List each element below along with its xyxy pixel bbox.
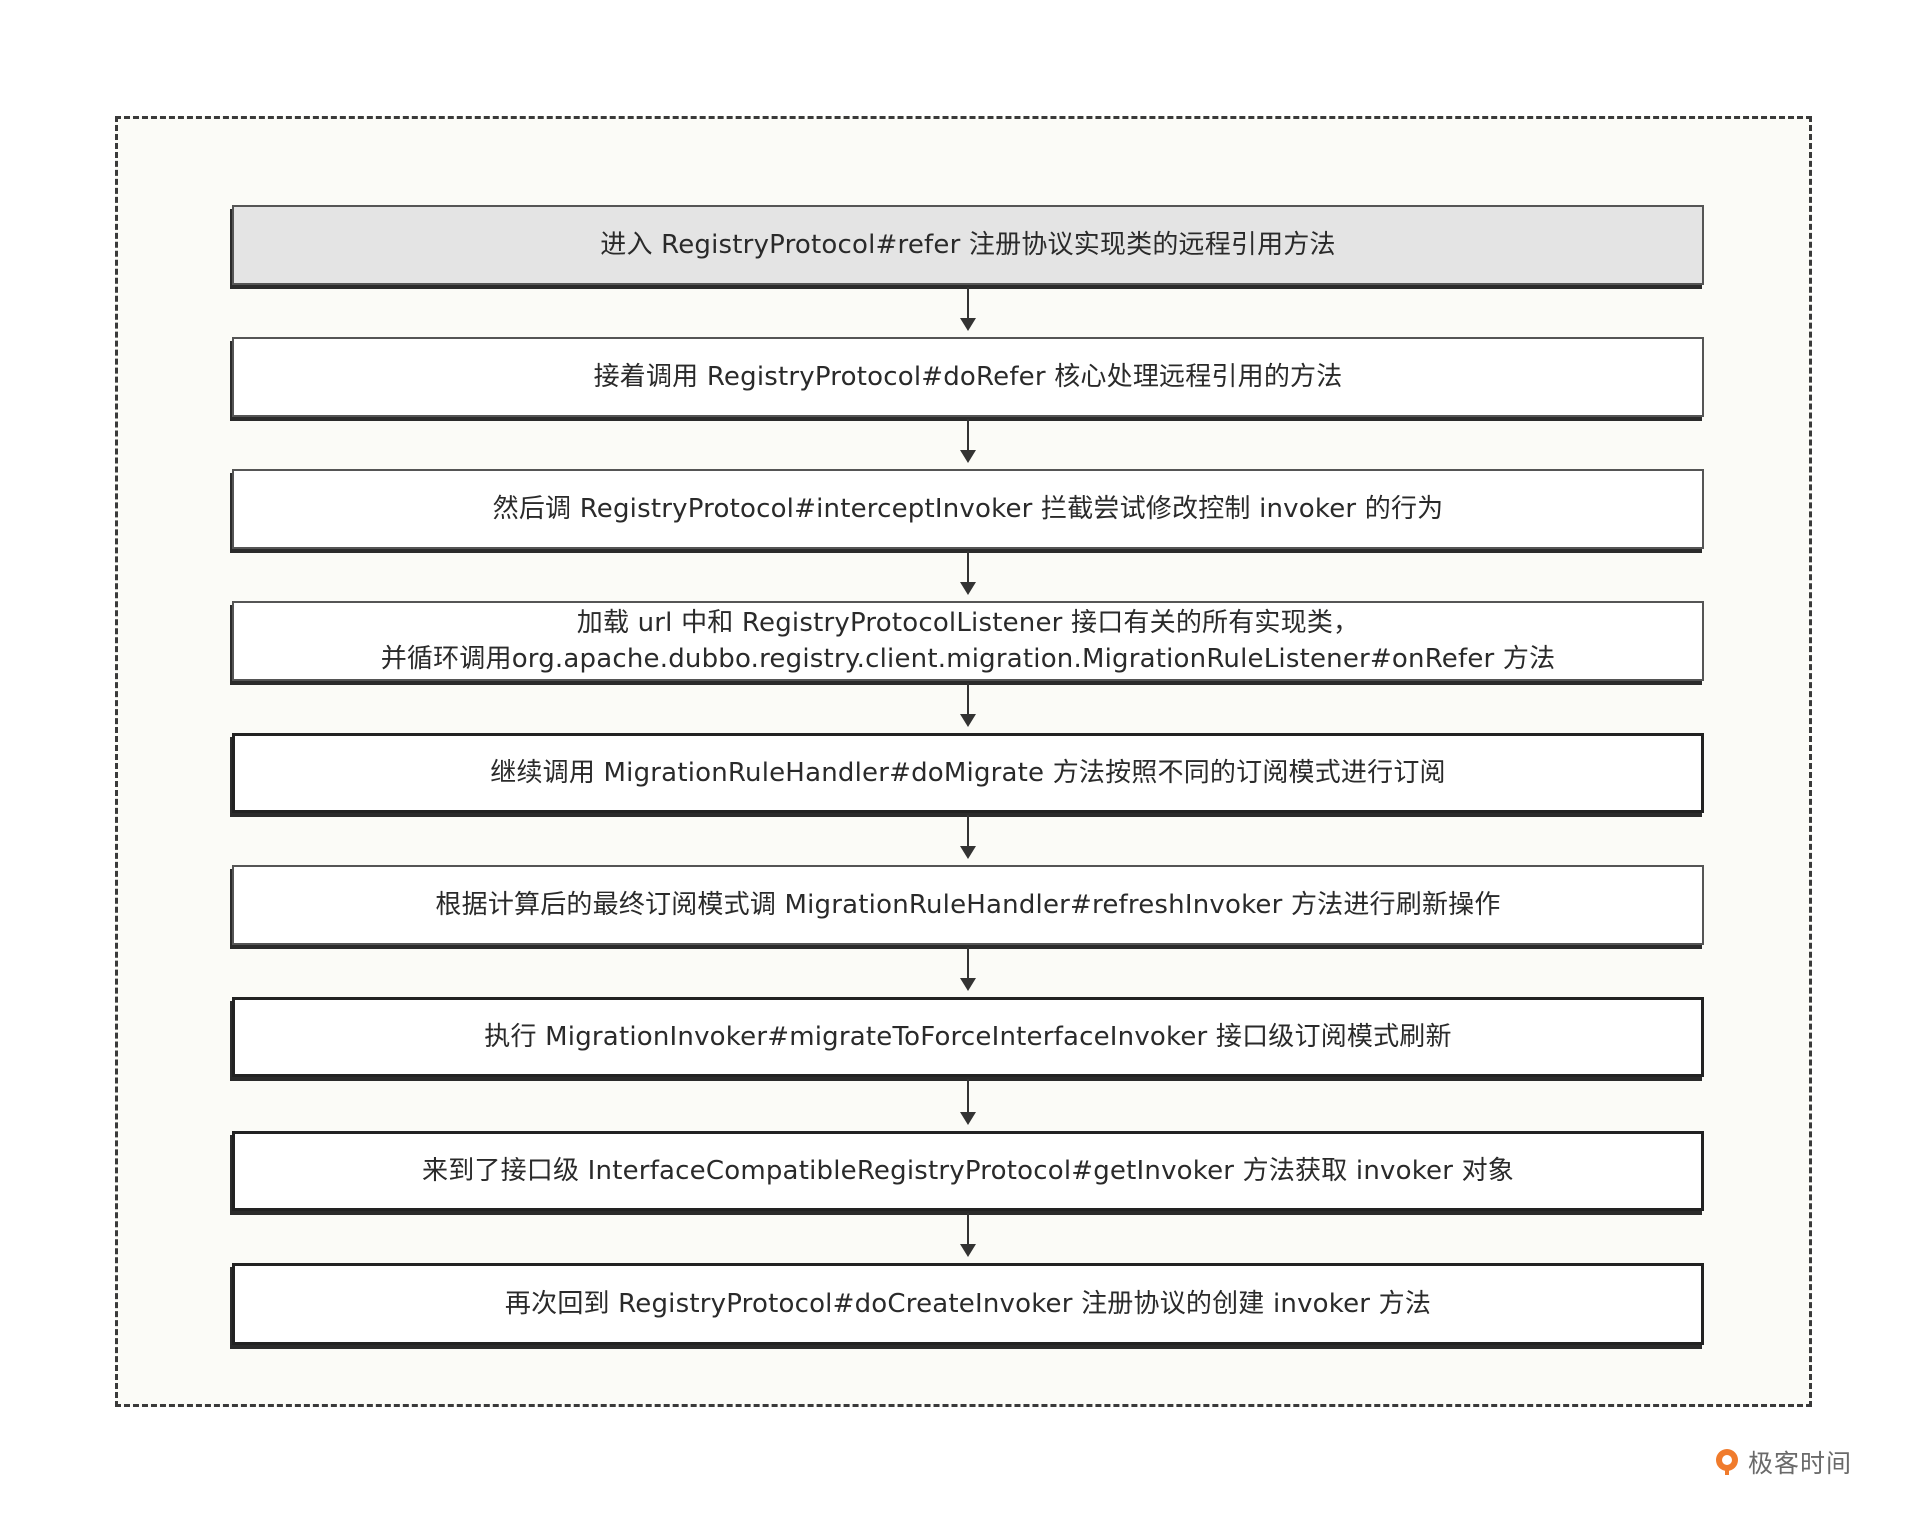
- step-2-text: 接着调用 RegistryProtocol#doRefer 核心处理远程引用的方…: [594, 359, 1343, 395]
- step-1-text: 进入 RegistryProtocol#refer 注册协议实现类的远程引用方法: [600, 227, 1335, 263]
- step-7-line-1: 执行 MigrationInvoker#migrateToForceInterf…: [484, 1022, 1452, 1052]
- step-6-line-1: 根据计算后的最终订阅模式调 MigrationRuleHandler#refre…: [435, 890, 1501, 920]
- step-9-box: 再次回到 RegistryProtocol#doCreateInvoker 注册…: [232, 1263, 1704, 1345]
- geektime-logo-icon: [1716, 1449, 1738, 1475]
- arrow-2-to-3: [960, 419, 976, 463]
- step-8-line-1: 来到了接口级 InterfaceCompatibleRegistryProtoc…: [422, 1156, 1514, 1186]
- step-4-line-2: 并循环调用org.apache.dubbo.registry.client.mi…: [380, 644, 1556, 674]
- step-5-line-1: 继续调用 MigrationRuleHandler#doMigrate 方法按照…: [490, 758, 1446, 788]
- step-3-box: 然后调 RegistryProtocol#interceptInvoker 拦截…: [232, 469, 1704, 549]
- step-6-text: 根据计算后的最终订阅模式调 MigrationRuleHandler#refre…: [435, 887, 1500, 923]
- arrow-3-to-4: [960, 551, 976, 595]
- step-9-line-1: 再次回到 RegistryProtocol#doCreateInvoker 注册…: [504, 1289, 1432, 1319]
- step-3-text: 然后调 RegistryProtocol#interceptInvoker 拦截…: [493, 491, 1444, 527]
- arrow-5-to-6: [960, 815, 976, 859]
- arrow-8-to-9: [960, 1213, 976, 1257]
- step-2-box: 接着调用 RegistryProtocol#doRefer 核心处理远程引用的方…: [232, 337, 1704, 417]
- step-7-text: 执行 MigrationInvoker#migrateToForceInterf…: [484, 1019, 1451, 1055]
- step-8-box: 来到了接口级 InterfaceCompatibleRegistryProtoc…: [232, 1131, 1704, 1211]
- arrow-1-to-2: [960, 287, 976, 331]
- step-5-text: 继续调用 MigrationRuleHandler#doMigrate 方法按照…: [490, 755, 1445, 791]
- step-1-box: 进入 RegistryProtocol#refer 注册协议实现类的远程引用方法: [232, 205, 1704, 285]
- step-8-text: 来到了接口级 InterfaceCompatibleRegistryProtoc…: [422, 1153, 1514, 1189]
- step-7-box: 执行 MigrationInvoker#migrateToForceInterf…: [232, 997, 1704, 1077]
- step-3-line-1: 然后调 RegistryProtocol#interceptInvoker 拦截…: [492, 494, 1444, 524]
- step-9-text: 再次回到 RegistryProtocol#doCreateInvoker 注册…: [505, 1286, 1431, 1322]
- arrow-4-to-5: [960, 683, 976, 727]
- step-2-line-1: 接着调用 RegistryProtocol#doRefer 核心处理远程引用的方…: [593, 362, 1343, 392]
- step-4-text: 加载 url 中和 RegistryProtocolListener 接口有关的…: [381, 605, 1556, 677]
- step-1-line-1: 进入 RegistryProtocol#refer 注册协议实现类的远程引用方法: [600, 230, 1336, 260]
- step-6-box: 根据计算后的最终订阅模式调 MigrationRuleHandler#refre…: [232, 865, 1704, 945]
- geektime-logo-text: 极客时间: [1748, 1449, 1853, 1478]
- arrow-7-to-8: [960, 1079, 976, 1125]
- step-5-box: 继续调用 MigrationRuleHandler#doMigrate 方法按照…: [232, 733, 1704, 813]
- arrow-6-to-7: [960, 947, 976, 991]
- step-4-line-1: 加载 url 中和 RegistryProtocolListener 接口有关的…: [576, 608, 1360, 638]
- step-4-box: 加载 url 中和 RegistryProtocolListener 接口有关的…: [232, 601, 1704, 681]
- geektime-logo: 极客时间: [1712, 1444, 1852, 1480]
